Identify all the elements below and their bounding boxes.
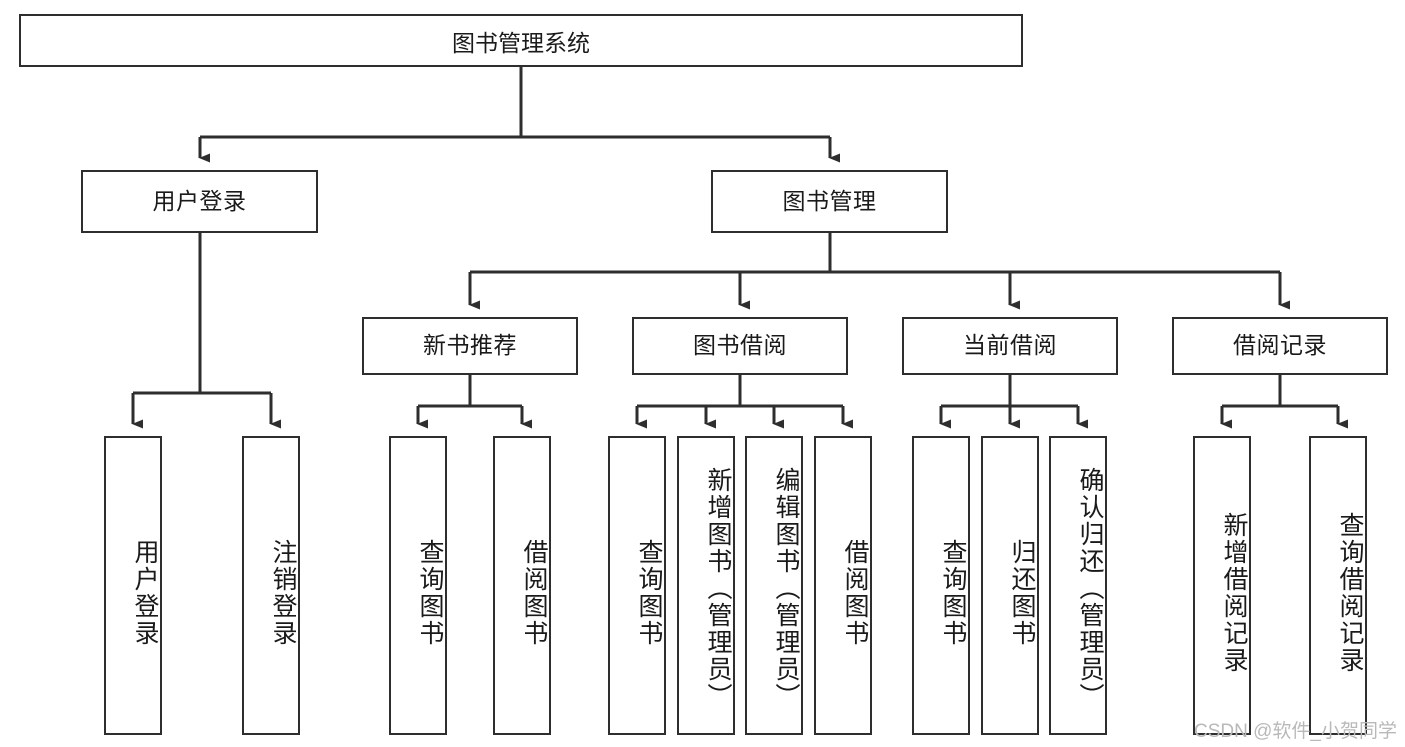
node-book-manage-label: 图书管理 (782, 187, 877, 214)
node-book-borrow-label: 图书借阅 (693, 332, 787, 359)
node-leaf-add-book-label: 新增图书（管理员） (704, 467, 732, 710)
node-leaf-query-record-label: 查询借阅记录 (1336, 511, 1364, 674)
node-leaf-borrow-book-2[interactable]: 借阅图书 (814, 436, 872, 735)
node-leaf-query-book-1[interactable]: 查询图书 (389, 436, 447, 735)
node-leaf-logout[interactable]: 注销登录 (242, 436, 300, 735)
node-leaf-borrow-book-2-label: 借阅图书 (841, 538, 869, 647)
node-leaf-edit-book-label: 编辑图书（管理员） (772, 467, 800, 710)
node-leaf-confirm-return[interactable]: 确认归还（管理员） (1049, 436, 1107, 735)
node-borrow-record[interactable]: 借阅记录 (1172, 317, 1388, 375)
node-leaf-borrow-book-1-label: 借阅图书 (520, 538, 548, 647)
node-leaf-user-login[interactable]: 用户登录 (104, 436, 162, 735)
node-book-borrow[interactable]: 图书借阅 (632, 317, 848, 375)
node-current-borrow[interactable]: 当前借阅 (902, 317, 1118, 375)
node-leaf-return-book-label: 归还图书 (1008, 538, 1036, 647)
node-new-book-rec-label: 新书推荐 (423, 332, 517, 359)
node-leaf-query-book-2-label: 查询图书 (635, 538, 663, 647)
node-leaf-query-book-2[interactable]: 查询图书 (608, 436, 666, 735)
node-current-borrow-label: 当前借阅 (963, 332, 1057, 359)
node-leaf-add-record-label: 新增借阅记录 (1220, 511, 1248, 674)
node-leaf-add-book[interactable]: 新增图书（管理员） (677, 436, 735, 735)
node-user-login-label: 用户登录 (152, 187, 247, 214)
node-leaf-logout-label: 注销登录 (269, 538, 297, 647)
node-book-manage[interactable]: 图书管理 (711, 170, 948, 233)
node-user-login[interactable]: 用户登录 (81, 170, 318, 233)
node-leaf-return-book[interactable]: 归还图书 (981, 436, 1039, 735)
node-root[interactable]: 图书管理系统 (19, 14, 1023, 67)
node-borrow-record-label: 借阅记录 (1233, 332, 1327, 359)
node-leaf-add-record[interactable]: 新增借阅记录 (1193, 436, 1251, 735)
node-root-label: 图书管理系统 (452, 29, 590, 56)
node-leaf-edit-book[interactable]: 编辑图书（管理员） (745, 436, 803, 735)
node-leaf-user-login-label: 用户登录 (131, 538, 159, 647)
node-leaf-query-book-3[interactable]: 查询图书 (912, 436, 970, 735)
node-leaf-query-book-1-label: 查询图书 (416, 538, 444, 647)
node-new-book-rec[interactable]: 新书推荐 (362, 317, 578, 375)
node-leaf-query-book-3-label: 查询图书 (939, 538, 967, 647)
node-leaf-confirm-return-label: 确认归还（管理员） (1076, 467, 1104, 710)
node-leaf-query-record[interactable]: 查询借阅记录 (1309, 436, 1367, 735)
node-leaf-borrow-book-1[interactable]: 借阅图书 (493, 436, 551, 735)
